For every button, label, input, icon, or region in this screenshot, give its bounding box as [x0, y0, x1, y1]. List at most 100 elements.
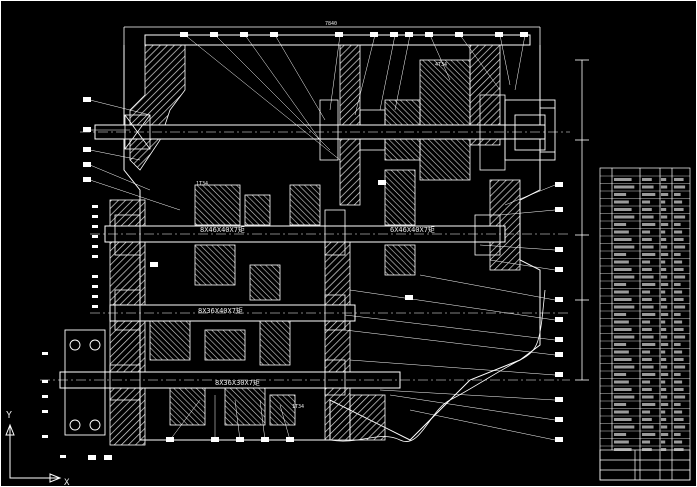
parts-list-cell-mark — [614, 185, 635, 189]
parts-list-cell-mark — [642, 425, 654, 429]
parts-list-cell-mark — [614, 350, 629, 354]
parts-list-cell-mark — [674, 305, 686, 309]
parts-list-cell-mark — [674, 230, 683, 234]
parts-list-cell-mark — [661, 313, 669, 316]
parts-list-cell-mark — [614, 425, 635, 429]
left-pulley — [64, 329, 106, 436]
parts-list-cell-mark — [674, 245, 686, 249]
parts-list-cell-mark — [674, 425, 686, 429]
parts-list-cell-mark — [614, 223, 627, 226]
parts-list-cell-mark — [661, 290, 666, 294]
parts-list-cell-mark — [661, 238, 667, 241]
parts-list-cell-mark — [674, 373, 681, 376]
parts-list-cell-mark — [642, 245, 654, 249]
parts-list-cell-mark — [674, 185, 686, 189]
parts-list-cell-mark — [642, 298, 652, 301]
parts-list-cell-mark — [642, 328, 652, 331]
parts-list-cell-mark — [661, 200, 666, 204]
parts-list-cell-mark — [642, 185, 654, 189]
parts-list-cell-mark — [614, 253, 627, 256]
parts-list-cell-mark — [661, 358, 667, 361]
parts-list-cell-mark — [642, 305, 654, 309]
parts-list-cell-mark — [642, 313, 656, 316]
parts-list-cell-mark — [614, 440, 629, 444]
parts-list-cell-mark — [614, 230, 629, 234]
parts-list-text — [614, 178, 686, 451]
parts-list-cell-mark — [661, 215, 668, 219]
parts-list-cell-mark — [642, 275, 654, 279]
parts-list-cell-mark — [661, 440, 666, 444]
parts-list-cell-mark — [642, 215, 654, 219]
parts-list-cell-mark — [674, 193, 681, 196]
parts-list-cell-mark — [661, 245, 668, 249]
gear-note-low: 1T34 — [292, 404, 304, 410]
parts-list-cell-mark — [642, 223, 656, 226]
parts-list-cell-mark — [674, 178, 684, 181]
parts-list-cell-mark — [661, 433, 669, 436]
parts-list-cell-mark — [614, 275, 635, 279]
ucs-y-label: Y — [6, 410, 12, 421]
right-dimensions — [575, 59, 589, 381]
parts-list-cell-mark — [642, 193, 656, 196]
shaft-label-2: 6X46X40X7矩 — [390, 225, 435, 234]
parts-list-cell-mark — [642, 208, 652, 211]
parts-list-cell-mark — [614, 313, 627, 316]
parts-list-cell-mark — [642, 260, 651, 264]
parts-list-cell-mark — [674, 350, 683, 354]
parts-list-cell-mark — [642, 253, 656, 256]
parts-list-rows — [600, 175, 690, 447]
parts-list-cell-mark — [674, 388, 684, 391]
parts-list-cell-mark — [674, 440, 683, 444]
left-balloon-stack — [42, 205, 98, 458]
parts-list-cell-mark — [614, 395, 635, 399]
parts-list-cell-mark — [642, 238, 652, 241]
parts-list-cell-mark — [674, 313, 681, 316]
parts-list-cell-mark — [661, 328, 667, 331]
center-lines — [40, 131, 570, 381]
parts-list-cell-mark — [614, 373, 627, 376]
title-block — [599, 167, 691, 481]
parts-list-cell-mark — [674, 238, 684, 241]
gear-note-mid: 4T34 — [435, 62, 447, 68]
parts-list-cell-mark — [642, 380, 651, 384]
parts-list-cell-mark — [642, 178, 652, 181]
parts-list-cell-mark — [661, 448, 667, 451]
parts-list-cell-mark — [642, 418, 652, 421]
parts-list-cell-mark — [674, 433, 681, 436]
parts-list-cell-mark — [661, 425, 668, 429]
parts-list-cell-mark — [674, 223, 681, 226]
parts-list-cell-mark — [614, 215, 635, 219]
parts-list-cell-mark — [674, 335, 686, 339]
parts-list-cell-mark — [674, 268, 684, 271]
right-coupling — [504, 99, 556, 161]
parts-list-cell-mark — [674, 298, 684, 301]
parts-list-cell-mark — [642, 365, 654, 369]
parts-list-cell-mark — [661, 335, 668, 339]
parts-list-cell-mark — [614, 290, 629, 294]
parts-list-cell-mark — [674, 320, 683, 324]
parts-list-cell-mark — [614, 208, 632, 211]
parts-list-cell-mark — [674, 343, 681, 346]
parts-list-cell-mark — [642, 320, 651, 324]
parts-list-cell-mark — [614, 380, 629, 384]
large-gear — [359, 59, 471, 181]
parts-list-cell-mark — [642, 290, 651, 294]
parts-list-cell-mark — [674, 208, 684, 211]
parts-list-cell-mark — [614, 410, 629, 414]
ucs-x-label: X — [64, 478, 70, 487]
parts-list-cell-mark — [661, 230, 666, 234]
parts-list-cell-mark — [674, 215, 686, 219]
parts-list-cell-mark — [674, 290, 683, 294]
parts-list-cell-mark — [674, 448, 684, 451]
ucs-icon — [5, 423, 62, 483]
parts-list-cell-mark — [661, 185, 668, 189]
parts-list-cell-mark — [674, 253, 681, 256]
parts-list-cell-mark — [642, 410, 651, 414]
parts-list-cell-mark — [614, 193, 627, 196]
balloon-markers — [83, 32, 563, 460]
parts-list-cell-mark — [661, 193, 669, 196]
parts-list-cell-mark — [642, 343, 656, 346]
parts-list-cell-mark — [674, 410, 683, 414]
